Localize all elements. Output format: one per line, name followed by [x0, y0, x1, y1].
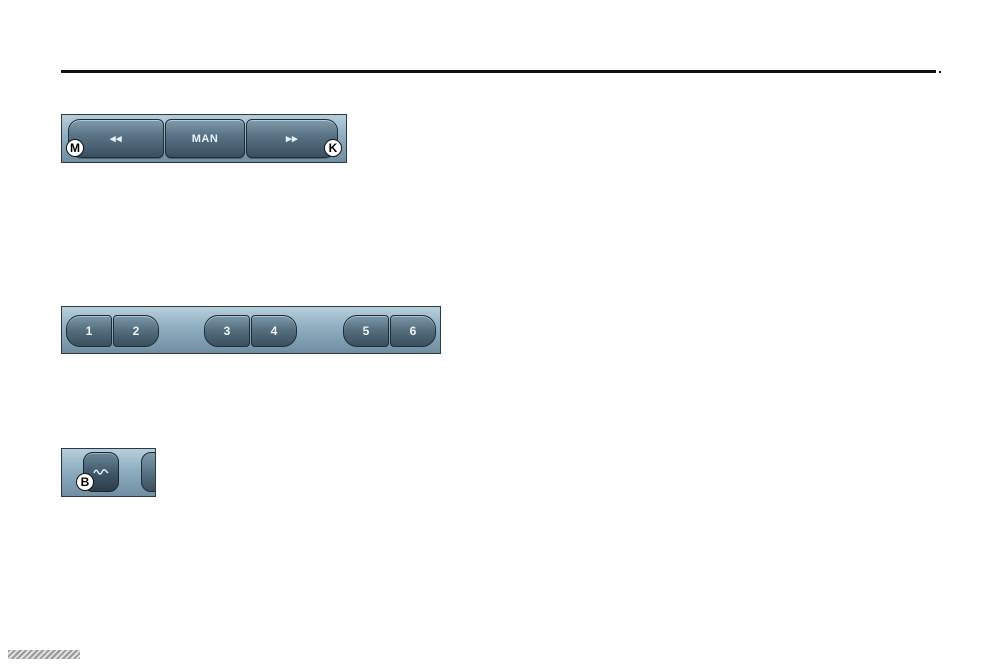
preset-button-2[interactable]: 2 — [113, 315, 159, 347]
seek-back-button[interactable]: ◂◂ — [68, 119, 164, 158]
tuning-panel: ◂◂ MAN ▸▸ M K — [61, 114, 347, 163]
preset-button-1[interactable]: 1 — [66, 315, 112, 347]
header-rule-end-dot — [939, 71, 941, 73]
preset-panel: 1 2 3 4 5 6 — [61, 306, 441, 354]
seek-forward-button[interactable]: ▸▸ — [246, 119, 338, 158]
band-panel: B — [61, 448, 156, 497]
waveform-icon — [93, 468, 109, 475]
rewind-icon: ◂◂ — [109, 133, 123, 145]
callout-marker-k: K — [324, 139, 342, 157]
manual-tuning-label: MAN — [191, 132, 219, 145]
callout-marker-b: B — [76, 473, 94, 491]
fast-forward-icon: ▸▸ — [285, 133, 299, 145]
header-rule — [61, 70, 936, 73]
preset-button-3[interactable]: 3 — [204, 315, 250, 347]
callout-marker-m: M — [66, 139, 84, 157]
preset-button-4[interactable]: 4 — [251, 315, 297, 347]
next-function-button[interactable] — [141, 452, 155, 492]
footer-hatched-stripe — [8, 650, 80, 659]
manual-tuning-button[interactable]: MAN — [165, 119, 245, 158]
preset-button-6[interactable]: 6 — [390, 315, 436, 347]
preset-button-5[interactable]: 5 — [343, 315, 389, 347]
